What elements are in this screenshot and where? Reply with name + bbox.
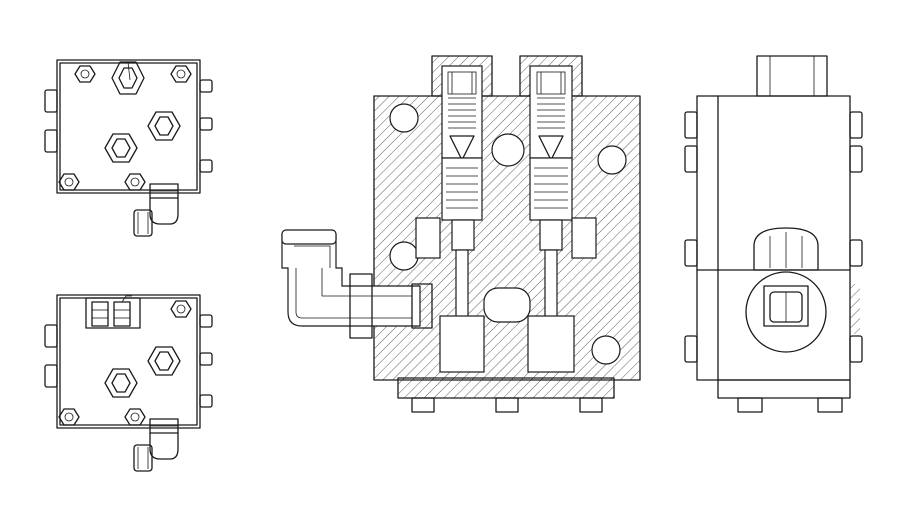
section-view	[281, 55, 641, 413]
valve-cartridge-left	[439, 65, 485, 373]
hex-nut-icon	[58, 65, 192, 191]
knob-icon	[753, 227, 819, 271]
valve-cartridge-right	[527, 65, 575, 373]
top-view-lower	[44, 294, 213, 472]
elbow-fitting	[281, 229, 433, 339]
side-view	[684, 55, 863, 413]
top-view-upper	[44, 59, 213, 237]
hex-nut-icon	[58, 300, 192, 426]
